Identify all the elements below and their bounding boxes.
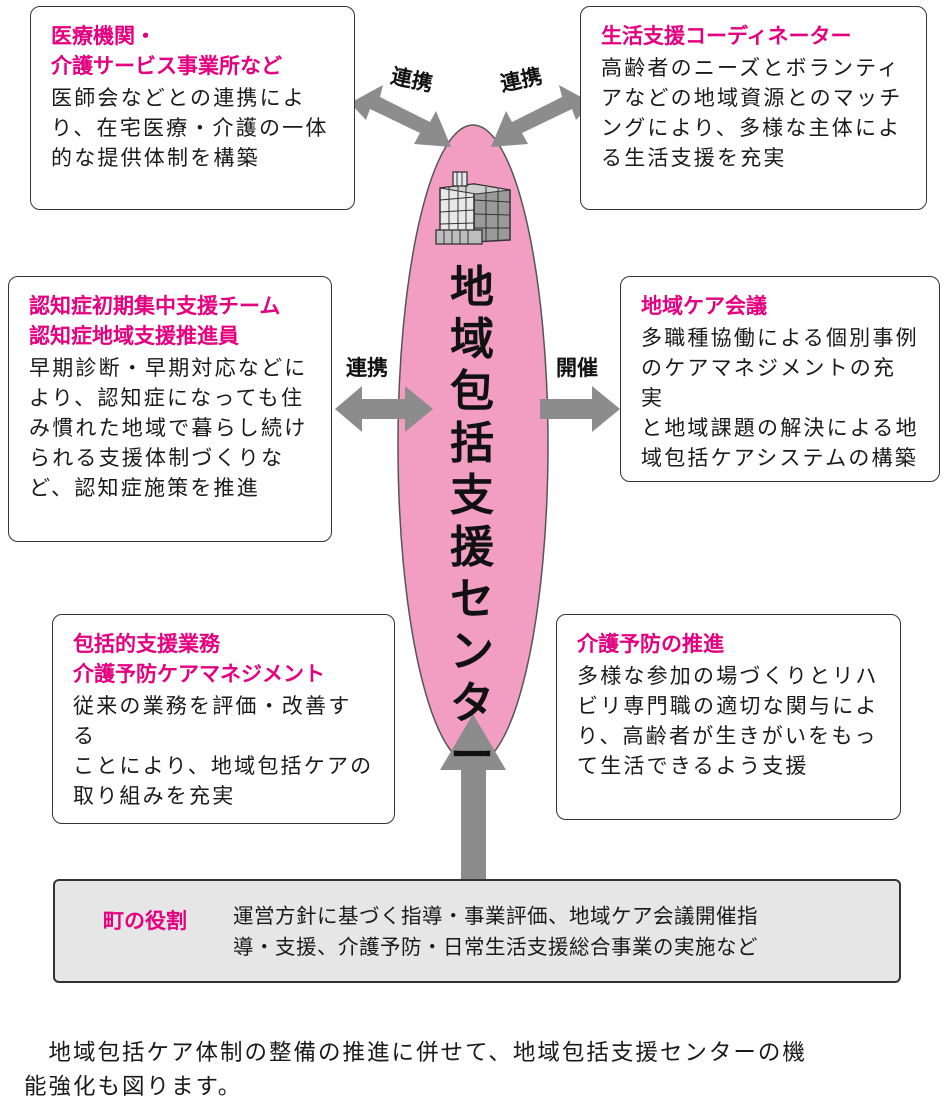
town-role-label: 町の役割 — [103, 909, 187, 933]
comprehensive-box: 包括的支援業務 介護予防ケアマネジメント 従来の業務を評価・改善する ことにより… — [52, 614, 395, 824]
comprehensive-title-1: 包括的支援業務 — [73, 632, 220, 656]
footnote-paragraph: 地域包括ケア体制の整備の推進に併せて、地域包括支援センターの機 能強化も図ります… — [24, 1040, 807, 1100]
arrow-mid-right — [540, 386, 620, 432]
dementia-body: 早期診断・早期対応などに より、認知症になっても住 み慣れた地域で暮らし続け ら… — [29, 356, 308, 500]
comprehensive-body: 従来の業務を評価・改善する ことにより、地域包括ケアの 取り組みを充実 — [73, 694, 374, 808]
prevention-box: 介護予防の推進 多様な参加の場づくりとリハ ビリ専門職の適切な関与によ り、高齢… — [556, 614, 901, 820]
dementia-box: 認知症初期集中支援チーム 認知症地域支援推進員 早期診断・早期対応などに より、… — [8, 276, 332, 542]
building-icon — [435, 171, 511, 245]
arrow-upper-left — [350, 85, 451, 147]
dementia-title-1: 認知症初期集中支援チーム — [29, 294, 281, 318]
town-role-text: 運営方針に基づく指導・事業評価、地域ケア会議開催指 導・支援、介護予防・日常生活… — [233, 904, 758, 959]
dementia-title-2: 認知症地域支援推進員 — [29, 324, 239, 348]
medical-title-1: 医療機関・ — [51, 24, 156, 48]
town-role-box: 町の役割 運営方針に基づく指導・事業評価、地域ケア会議開催指 導・支援、介護予防… — [53, 879, 901, 983]
care-meeting-title: 地域ケア会議 — [641, 294, 767, 318]
medical-title-2: 介護サービス事業所など — [51, 54, 282, 78]
care-meeting-body: 多職種協働による個別事例 のケアマネジメントの充実 と地域課題の解決による地 域… — [641, 326, 919, 470]
arrow-bottom-up — [440, 714, 506, 879]
coordinator-body: 高齢者のニーズとボランティ アなどの地域資源とのマッチ ングにより、多様な主体に… — [601, 56, 903, 170]
center-title: 地 域 包 括 支 援 セ ン タ ー — [450, 262, 494, 781]
prevention-title: 介護予防の推進 — [577, 632, 724, 656]
medical-body: 医師会などとの連携によ り、在宅医療・介護の一体 的な提供体制を構築 — [51, 86, 329, 170]
care-meeting-box: 地域ケア会議 多職種協働による個別事例 のケアマネジメントの充実 と地域課題の解… — [620, 276, 940, 482]
coordinator-box: 生活支援コーディネーター 高齢者のニーズとボランティ アなどの地域資源とのマッチ… — [580, 6, 927, 210]
coordinator-title: 生活支援コーディネーター — [601, 24, 852, 48]
arrow-upper-right — [491, 85, 592, 147]
label-mid-left: 連携 — [346, 356, 388, 380]
comprehensive-title-2: 介護予防ケアマネジメント — [73, 662, 325, 686]
prevention-body: 多様な参加の場づくりとリハ ビリ専門職の適切な関与によ り、高齢者が生きがいをも… — [577, 664, 879, 778]
medical-box: 医療機関・ 介護サービス事業所など 医師会などとの連携によ り、在宅医療・介護の… — [30, 6, 355, 210]
label-mid-right: 開催 — [556, 356, 598, 380]
arrow-mid-left — [335, 386, 433, 432]
